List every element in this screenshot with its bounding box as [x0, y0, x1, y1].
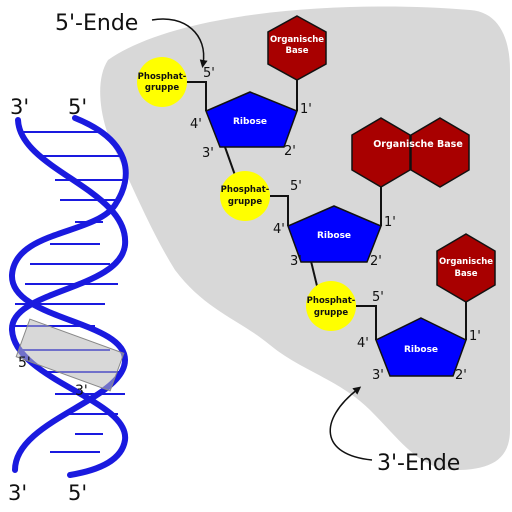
five-prime-end-arrow: [151, 18, 208, 68]
ribose-pentagon: [375, 317, 467, 377]
helix-top-right-label: 5': [68, 95, 87, 119]
position-2-label: 2': [455, 368, 467, 383]
three-prime-end-label: 3'-Ende: [377, 451, 460, 476]
position-5-label: 5': [290, 179, 302, 194]
phosphate-label-line2: gruppe: [145, 83, 179, 93]
ribose-label: Ribose: [317, 231, 351, 241]
base-label-line1: Organische: [270, 35, 324, 45]
phosphate-label-line2: gruppe: [314, 308, 348, 318]
highlight-three-prime-label: 3': [75, 383, 88, 399]
position-3-label: 3': [372, 368, 384, 383]
helix-strand-left: [8, 117, 129, 478]
highlight-box: [15, 318, 125, 392]
three-prime-end-arrow: [329, 386, 373, 461]
position-1-label: 1': [384, 215, 396, 230]
position-2-label: 2': [370, 254, 382, 269]
ribose-pentagon: [287, 205, 382, 263]
phosphate-group-circle: [137, 57, 187, 107]
phosphate-group-circle: [306, 281, 356, 331]
base-label-line2: Base: [454, 269, 477, 279]
position-5-label: 5': [203, 66, 215, 81]
position-1-label: 1': [469, 329, 481, 344]
helix-top-left-label: 3': [10, 95, 29, 119]
ribose-label: Ribose: [233, 117, 267, 127]
nucleotide-3: Organische Base Ribose Phosphat- gruppe …: [306, 233, 496, 383]
position-2-label: 2': [284, 144, 296, 159]
ribose-label: Ribose: [404, 345, 438, 355]
phosphate-group-circle: [220, 171, 270, 221]
base-label-line2: Base: [285, 46, 308, 56]
base-label: Organische Base: [373, 139, 463, 150]
five-prime-end-label: 5'-Ende: [55, 11, 138, 36]
ribose-pentagon: [205, 91, 298, 148]
position-1-label: 1': [300, 102, 312, 117]
organic-base-hexagon: [351, 117, 411, 188]
helix-bottom-right-label: 5': [68, 481, 87, 505]
position-4-label: 4': [273, 222, 285, 237]
nucleotide-1: Organische Base Ribose Phosphat- gruppe …: [137, 15, 327, 161]
position-4-label: 4': [357, 336, 369, 351]
base-label-line1: Organische: [439, 257, 493, 267]
dna-double-helix: [8, 115, 129, 478]
position-3-label: 3': [290, 254, 302, 269]
highlight-five-prime-label: 5': [18, 355, 31, 371]
position-5-label: 5': [372, 290, 384, 305]
helix-bottom-left-label: 3': [8, 481, 27, 505]
phosphate-label-line1: Phosphat-: [307, 296, 356, 306]
organic-base-hexagon-2: [410, 117, 470, 188]
organic-base-hexagon: [436, 233, 496, 303]
position-4-label: 4': [190, 117, 202, 132]
phosphate-label-line1: Phosphat-: [138, 72, 187, 82]
helix-strand-right: [8, 115, 129, 473]
position-3-label: 3': [202, 146, 214, 161]
phosphate-label-line1: Phosphat-: [221, 185, 270, 195]
organic-base-hexagon: [267, 15, 327, 81]
phosphate-label-line2: gruppe: [228, 197, 262, 207]
nucleotide-2: Organische Base Ribose Phosphat- gruppe …: [220, 117, 470, 269]
